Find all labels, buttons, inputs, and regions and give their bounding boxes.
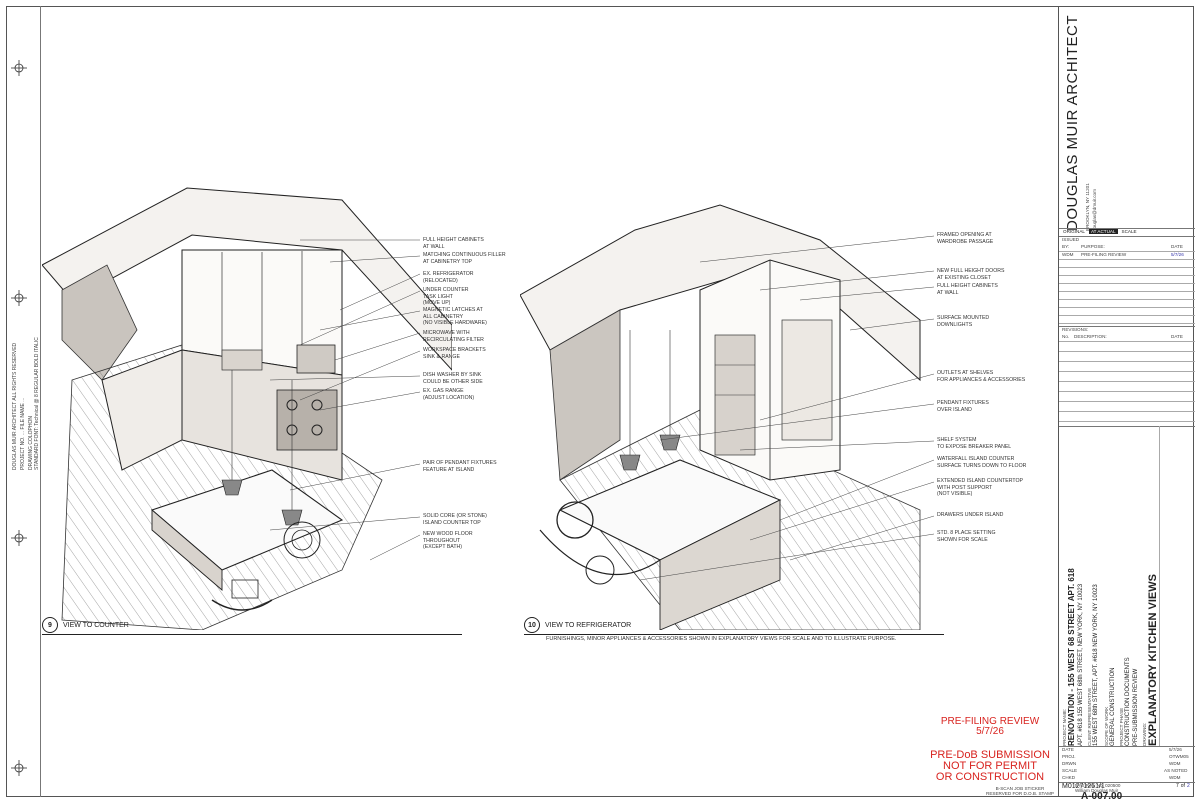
revisions-header: REVISIONS: (1062, 327, 1089, 332)
license-name: William Douglas Muir (1075, 788, 1119, 793)
phase: CONSTRUCTION DOCUMENTS (1125, 657, 1131, 746)
callout: MICROWAVE WITH RECIRCULATING FILTER (423, 330, 484, 343)
not-for-construction-stamp: PRE-DoB SUBMISSION NOT FOR PERMIT OR CON… (910, 750, 1070, 783)
phase-2: PRE-SUBMISSION REVIEW (1133, 668, 1139, 746)
firm-address: BROOKLYN, NY 11201 (1085, 183, 1090, 231)
issued-col-purpose: PURPOSE: (1081, 244, 1105, 249)
meta-key: CHKD (1062, 775, 1076, 780)
callout: SOLID CORE (OR STONE) ISLAND COUNTER TOP (423, 513, 487, 526)
meta-value: AS NOTED (1164, 768, 1188, 773)
phase-label: PROJECT PHASE (1119, 707, 1124, 746)
meta-key: SCALE (1062, 768, 1078, 773)
client-rep-label: CLIENT REPRESENTATIVE (1087, 687, 1092, 746)
project-name: RENOVATION - 155 WEST 68 STREET APT. 618 (1067, 568, 1076, 746)
view-label: 10 VIEW TO REFRIGERATOR (524, 617, 944, 635)
callout: MATCHING CONTINUOUS FILLER AT CABINETRY … (423, 252, 506, 265)
callout: NEW WOOD FLOOR THROUGHOUT (EXCEPT BATH) (423, 531, 473, 550)
stamp-line: 5/7/26 (976, 726, 1004, 737)
scale-header: ORIGINAL AT ACTUAL SCALE (1063, 229, 1137, 234)
callout: NEW FULL HEIGHT DOORS AT EXISTING CLOSET (937, 268, 1005, 281)
registration-mark-icon (11, 60, 27, 76)
scale-label: SCALE (1121, 229, 1137, 234)
title-block: DOUGLAS MUIR ARCHITECT BROOKLYN, NY 1120… (1058, 6, 1195, 802)
registration-mark-icon (11, 530, 27, 546)
callout: SHELF SYSTEM TO EXPOSE BREAKER PANEL (937, 437, 1012, 450)
sheet-of-text: of (1180, 783, 1185, 789)
registration-mark-icon (11, 290, 27, 306)
issued-row-date: 5/7/26 (1171, 252, 1184, 257)
callout: DISH WASHER BY SINK COULD BE OTHER SIDE (423, 372, 483, 385)
callout: PAIR OF PENDANT FIXTURES FEATURE AT ISLA… (423, 460, 497, 473)
registration-mark-icon (11, 760, 27, 776)
leader-lines (639, 235, 935, 581)
callout: UNDER COUNTER TASK LIGHT (MOVE UP) (423, 287, 469, 306)
firm-name: DOUGLAS MUIR ARCHITECT (1064, 14, 1081, 231)
project-address: APT. #618 155 WEST 68th STREET, NEW YORK… (1078, 583, 1084, 746)
pre-filing-stamp: PRE-FILING REVIEW 5/7/26 (920, 717, 1060, 737)
meta-value: 5/7/26 (1169, 747, 1182, 752)
view-title: VIEW TO REFRIGERATOR (545, 621, 632, 629)
issued-col-date: DATE (1171, 244, 1183, 249)
stamp-line: PRE-FILING REVIEW (940, 716, 1040, 727)
stamp-line: NOT FOR PERMIT (943, 760, 1037, 772)
meta-value: OTWM05 (1169, 754, 1189, 759)
callout: WORKSPACE BRACKETS SINK & RANGE (423, 347, 486, 360)
view-number: 9 (42, 617, 58, 633)
issued-row-purpose: PRE-FILING REVIEW (1081, 252, 1127, 257)
license-number: NYS Reg. No. 020500 (1075, 783, 1121, 788)
license-block: NYS Reg. No. 020500 William Douglas Muir (1075, 783, 1120, 793)
issued-row-by: WDM (1062, 252, 1074, 257)
client-rep: 155 WEST 68th STREET, APT. #618 NEW YORK… (1093, 584, 1099, 746)
issued-col-by: BY: (1062, 244, 1070, 249)
drawing-number: A-007.00 (1081, 791, 1123, 802)
callout: EX. REFRIGERATOR (RELOCATED) (423, 271, 474, 284)
stamp-line: OR CONSTRUCTION (935, 771, 1045, 783)
leader-lines (269, 239, 421, 561)
footnote: FURNISHINGS, MINOR APPLIANCES & ACCESSOR… (546, 636, 897, 642)
view-label: 9 VIEW TO COUNTER (42, 617, 462, 635)
scope-label: SCOPE OF WORK (1104, 706, 1109, 746)
callout: MAGNETIC LATCHES AT ALL CABINETRY (NO VI… (423, 307, 487, 326)
callout: WATERFALL ISLAND COUNTER SURFACE TURNS D… (937, 456, 1027, 469)
callout: OUTLETS AT SHELVES FOR APPLIANCES & ACCE… (937, 370, 1026, 383)
view-number: 10 (524, 617, 540, 633)
dob-sticker-label-2: RESERVED FOR D.O.B. STAMP (986, 791, 1054, 796)
callout: PENDANT FIXTURES OVER ISLAND (937, 400, 989, 413)
view-to-counter-drawing (42, 180, 452, 630)
meta-value: WDM (1169, 761, 1181, 766)
dob-sticker-label: B-SCAN JOB STICKER (995, 786, 1045, 791)
scope: GENERAL CONSTRUCTION (1110, 667, 1116, 746)
dob-number: M01271251/1 (1062, 783, 1105, 790)
revisions-col-date: DATE (1171, 334, 1183, 339)
meta-key: DRWN (1062, 761, 1077, 766)
meta-key: PROJ. (1062, 754, 1076, 759)
meta-key: DATE (1062, 747, 1074, 752)
sheet-count: 7 of 2 (1176, 783, 1190, 789)
callout: FULL HEIGHT CABINETS AT WALL (937, 283, 998, 296)
revisions-col-description: DESCRIPTION: (1074, 334, 1107, 339)
callout: FRAMED OPENING AT WARDROBE PASSAGE (937, 232, 994, 245)
drawing-title: EXPLANATORY KITCHEN VIEWS (1147, 574, 1159, 746)
sheet-total: 2 (1186, 783, 1190, 789)
revisions-col-no: No. (1062, 334, 1070, 339)
meta-value: WDM (1169, 775, 1181, 780)
view-title: VIEW TO COUNTER (63, 621, 129, 629)
callout: FULL HEIGHT CABINETS AT WALL (423, 237, 484, 250)
sheet-number: 7 (1176, 783, 1179, 789)
dob-sticker-area: B-SCAN JOB STICKER RESERVED FOR D.O.B. S… (980, 786, 1060, 796)
scale-original-label: ORIGINAL (1063, 229, 1085, 234)
callout: STD. 8 PLACE SETTING SHOWN FOR SCALE (937, 530, 996, 543)
callout: EXTENDED ISLAND COUNTERTOP WITH POST SUP… (937, 478, 1023, 497)
scale-actual-label: AT ACTUAL (1088, 229, 1118, 234)
issued-header: ISSUED (1062, 237, 1080, 242)
stamp-line: PRE-DoB SUBMISSION (930, 749, 1050, 761)
callout: EX. GAS RANGE (ADJUST LOCATION) (423, 388, 475, 401)
callout: DRAWERS UNDER ISLAND (937, 512, 1004, 518)
callout: SURFACE MOUNTED DOWNLIGHTS (937, 315, 990, 328)
firm-email: douglas@dmuir.com (1092, 189, 1097, 231)
margin-line (40, 6, 41, 797)
